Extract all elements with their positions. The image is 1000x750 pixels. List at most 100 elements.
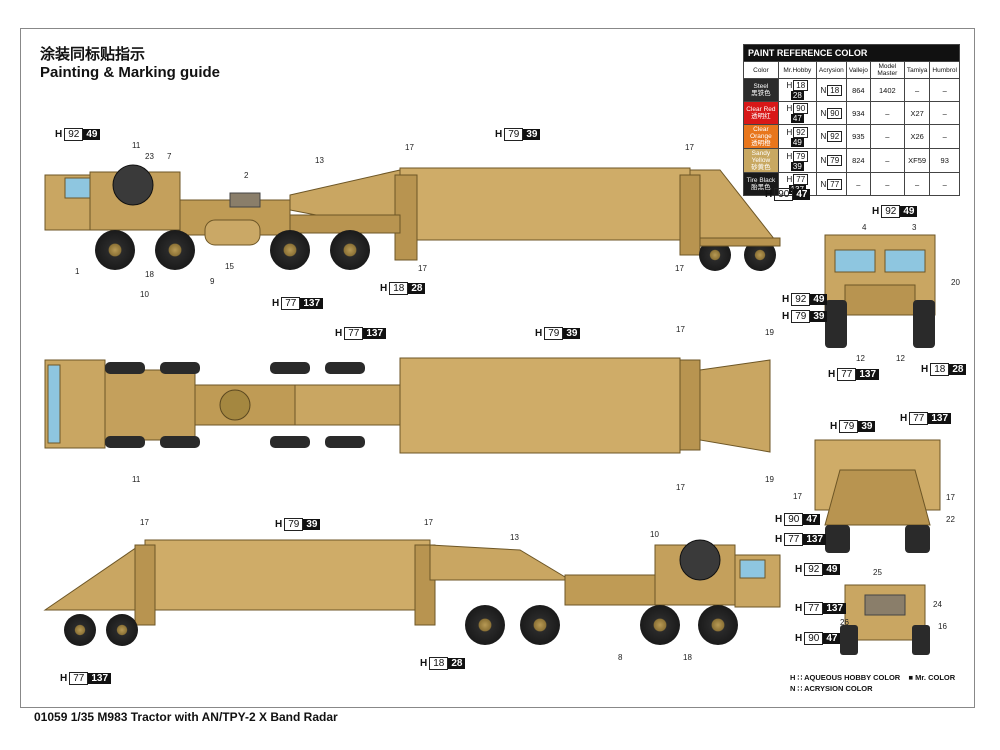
color-legend: H ∷ AQUEOUS HOBBY COLOR ■ Mr. COLOR N ∷ … <box>790 673 955 695</box>
part-number: 4 <box>862 223 867 232</box>
part-number: 11 <box>132 475 141 484</box>
part-number: 12 <box>896 354 905 363</box>
tractor-wheels <box>95 230 370 270</box>
part-number: 17 <box>676 483 685 492</box>
part-number: 3 <box>912 223 917 232</box>
toolbox <box>229 192 261 208</box>
radar-box <box>399 167 691 241</box>
part-number: 23 <box>145 152 154 161</box>
part-number: 19 <box>765 328 774 337</box>
title-chinese: 涂装同标贴指示 <box>40 45 146 63</box>
front-view <box>824 234 936 348</box>
side-view-left <box>44 164 781 271</box>
top-wheels <box>105 362 365 448</box>
part-number: 19 <box>765 475 774 484</box>
rear-support <box>679 174 701 256</box>
part-number: 8 <box>618 653 623 662</box>
humbrol-code: – <box>929 172 960 196</box>
title-english: Painting & Marking guide <box>40 64 221 81</box>
part-number: 18 <box>683 653 692 662</box>
trailer-wheels <box>699 239 776 271</box>
part-number: 17 <box>424 518 433 527</box>
gooseneck <box>289 214 401 234</box>
part-number: 15 <box>225 262 234 271</box>
rear-view-tractor <box>840 584 930 655</box>
vallejo-code: – <box>845 172 871 196</box>
part-number: 20 <box>951 278 960 287</box>
part-number: 7 <box>167 152 172 161</box>
part-number: 2 <box>244 171 249 180</box>
model-master-code: – <box>869 172 905 196</box>
side-view-right <box>43 539 781 646</box>
top-windshield <box>47 364 61 444</box>
part-number: 10 <box>140 290 149 299</box>
model-master-code: 1402 <box>869 78 905 102</box>
part-number: 16 <box>938 622 947 631</box>
right-front-ramp <box>429 544 572 581</box>
top-gooseneck <box>294 384 401 426</box>
cab-window <box>64 177 91 199</box>
part-number: 17 <box>676 325 685 334</box>
model-master-code: – <box>869 148 905 173</box>
part-number: 13 <box>510 533 519 542</box>
part-number: 17 <box>685 143 694 152</box>
vallejo-code: 824 <box>845 148 871 173</box>
top-engine-deck <box>104 369 196 441</box>
part-number: 17 <box>405 143 414 152</box>
top-radar-box <box>399 357 681 454</box>
part-number: 18 <box>145 270 154 279</box>
part-number: 1 <box>75 267 80 276</box>
part-number: 22 <box>946 515 955 524</box>
guide-frame <box>20 28 975 708</box>
part-number: 13 <box>315 156 324 165</box>
top-rear-ramp <box>699 359 771 453</box>
part-number: 17 <box>140 518 149 527</box>
tamiya-code: – <box>903 172 931 196</box>
part-number: 10 <box>650 530 659 539</box>
paint-table-title: PAINT REFERENCE COLOR <box>743 44 960 62</box>
fuel-tank <box>204 219 261 246</box>
tamiya-code: XF59 <box>903 148 931 173</box>
right-radar-box <box>144 539 431 611</box>
top-spare-tire <box>219 389 251 421</box>
part-number: 24 <box>933 600 942 609</box>
footer-caption: 01059 1/35 M983 Tractor with AN/TPY-2 X … <box>34 710 338 724</box>
part-number: 17 <box>946 493 955 502</box>
part-number: 26 <box>840 618 849 627</box>
trailer-rear-ramp <box>689 169 777 241</box>
part-number: 11 <box>132 141 141 150</box>
rear-view-trailer <box>814 439 941 553</box>
right-wheels <box>64 605 738 646</box>
part-number: 9 <box>210 277 215 286</box>
part-number: 17 <box>675 264 684 273</box>
spare-tire <box>112 164 154 206</box>
legend-acrysion: N ∷ ACRYSION COLOR <box>790 684 873 693</box>
legend-aqueous: H ∷ AQUEOUS HOBBY COLOR <box>790 673 901 682</box>
paint-reference-table: PAINT REFERENCE COLOR Color Mr.Hobby Acr… <box>743 44 960 196</box>
vallejo-code: 864 <box>845 78 871 102</box>
